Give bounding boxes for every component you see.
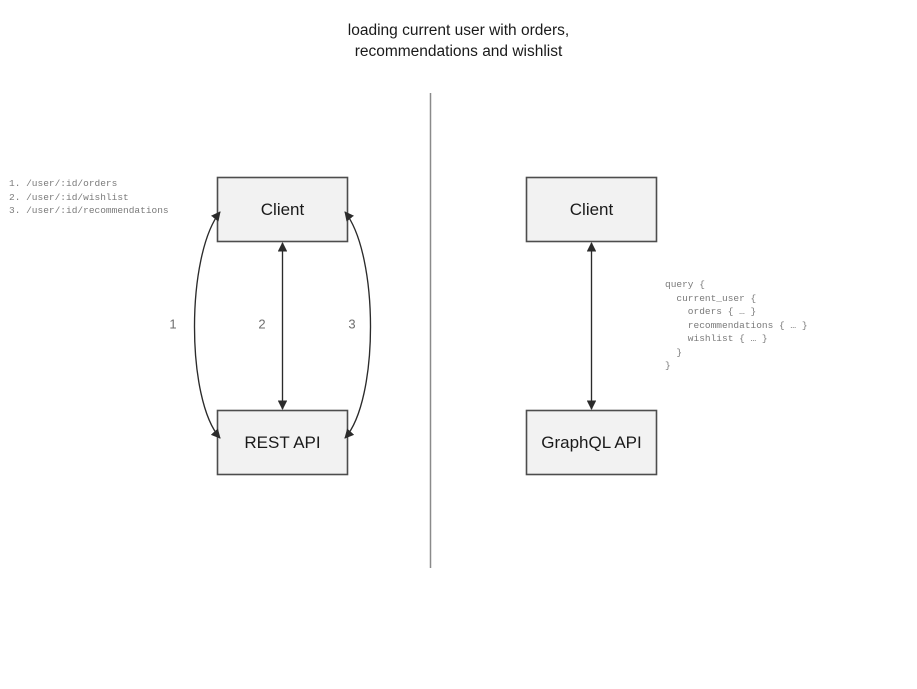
rest-client-box: [216, 176, 349, 243]
graphql-client-label: Client: [570, 200, 614, 219]
rest-api-label: REST API: [244, 433, 320, 452]
page-title: loading current user with orders, recomm…: [347, 22, 570, 60]
edge-3-recommendations: [344, 211, 372, 439]
graphql-client-box: [525, 176, 658, 243]
rest-api-node: REST API: [216, 409, 349, 476]
edge-3-label: 3: [348, 316, 355, 331]
rest-api-box: [216, 409, 349, 476]
rest-client-label: Client: [261, 200, 305, 219]
edge-1-orders: [193, 211, 221, 439]
rest-endpoint-list: 1. /user/:id/orders 2. /user/:id/wishlis…: [9, 178, 169, 216]
graphql-api-box: [525, 409, 658, 476]
graphql-api-node: GraphQL API: [525, 409, 658, 476]
graphql-client-node: Client: [525, 176, 658, 243]
edge-1-label: 1: [169, 316, 176, 331]
rest-client-node: Client: [216, 176, 349, 243]
edge-2-label: 2: [258, 316, 265, 331]
graphql-api-label: GraphQL API: [541, 433, 641, 452]
graphql-query-code: query { current_user { orders { … } reco…: [665, 279, 808, 371]
